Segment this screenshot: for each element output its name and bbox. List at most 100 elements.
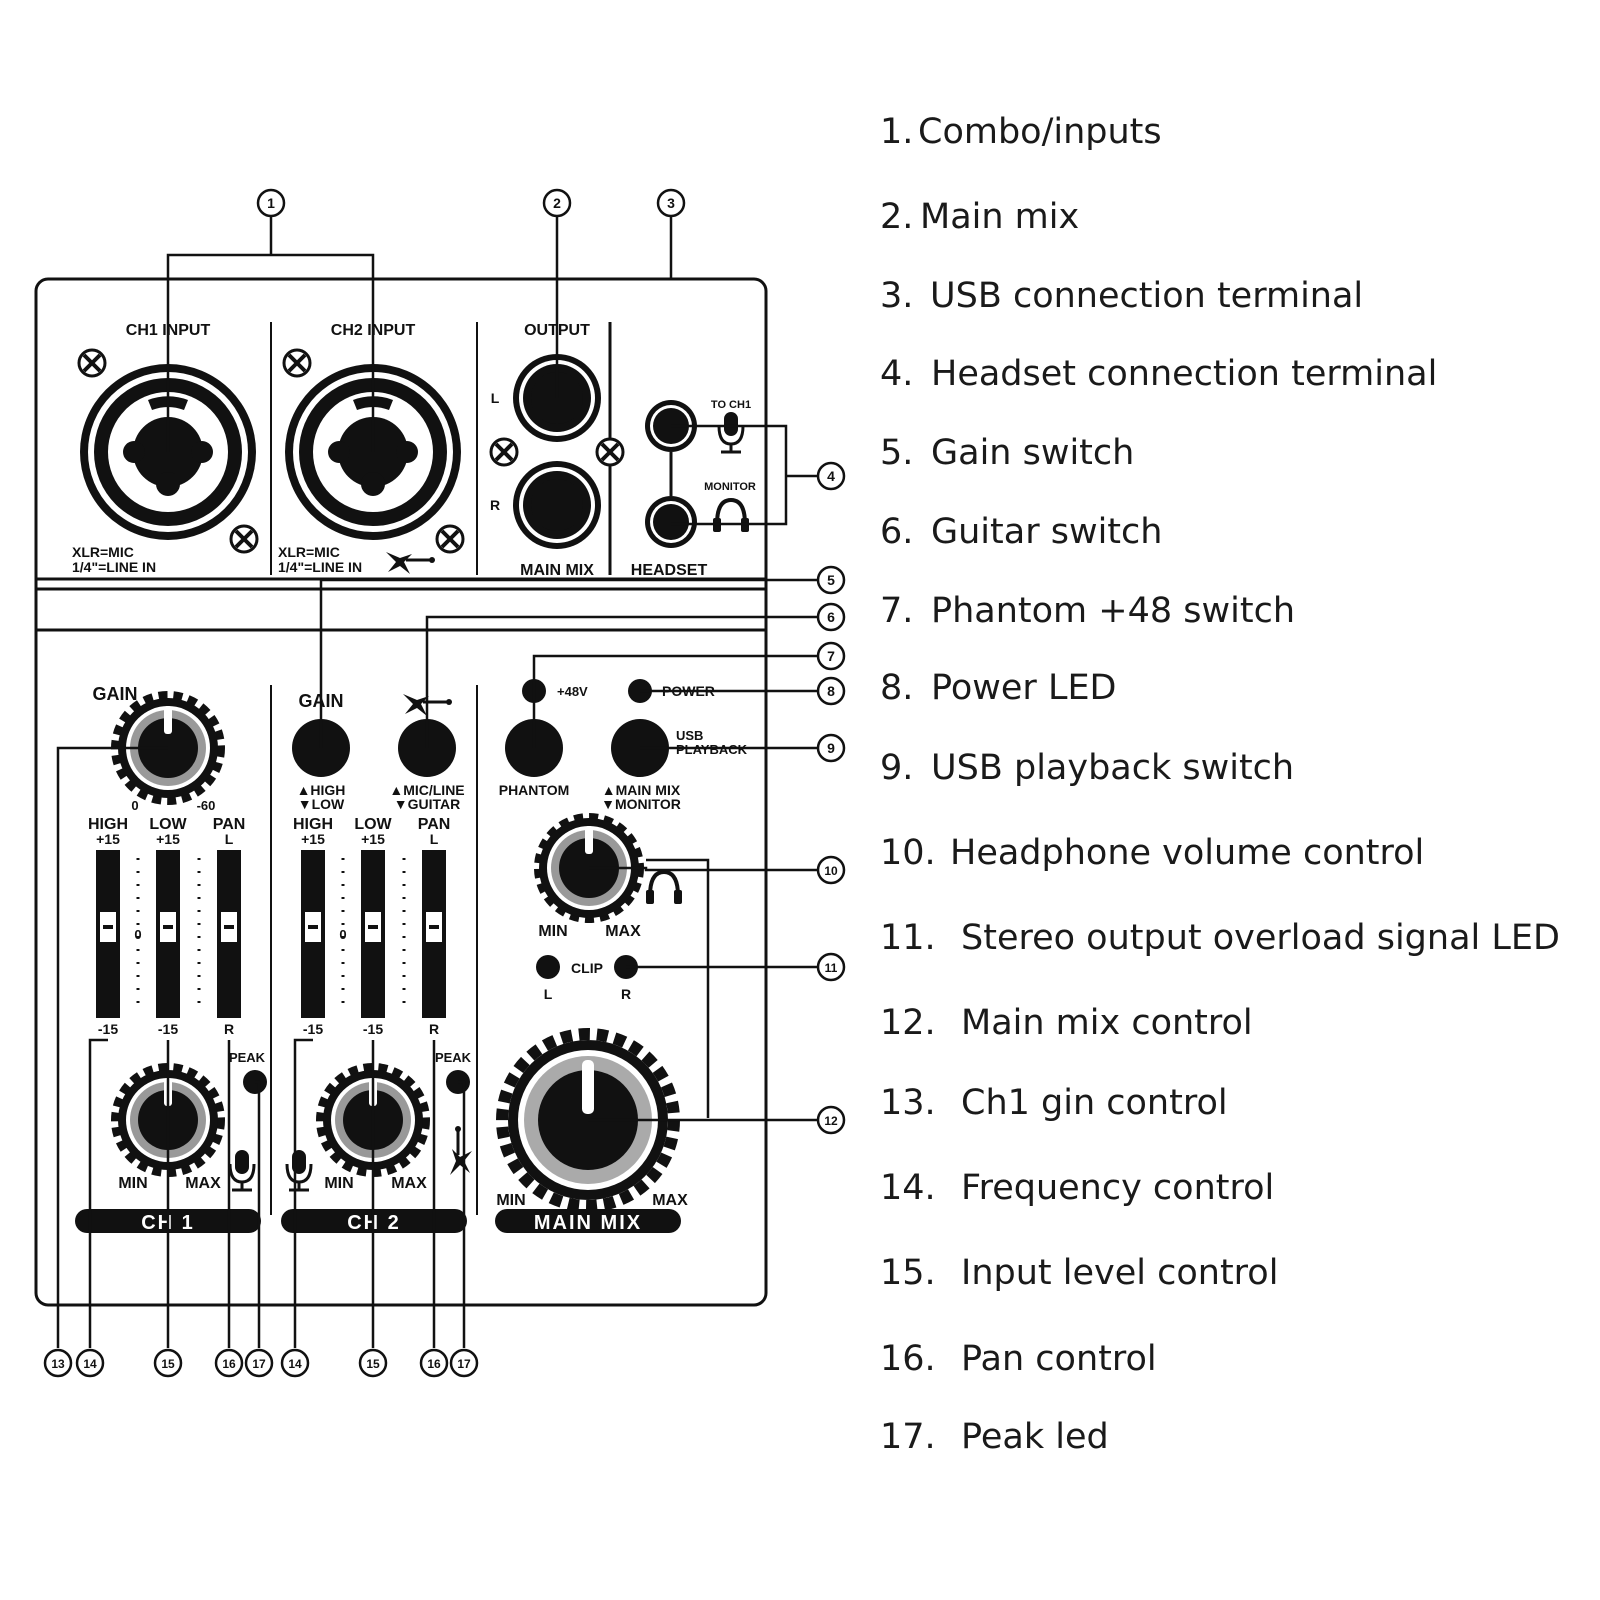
ch2-pan-fader[interactable]: [422, 850, 446, 1018]
main-mix-output-label: MAIN MIX: [520, 562, 594, 579]
legend-item: 15.Input level control: [880, 1253, 1278, 1293]
callout-2: 2: [542, 188, 572, 218]
legend-number: 6.: [880, 512, 914, 552]
svg-text:1: 1: [267, 195, 275, 211]
callout-14: 14: [75, 1348, 105, 1378]
legend-number: 4.: [880, 354, 914, 394]
ch1-high-minus: -15: [98, 1021, 118, 1037]
callout-1: 1: [256, 188, 286, 218]
legend-text: Peak led: [961, 1417, 1109, 1457]
legend-number: 17.: [880, 1417, 936, 1457]
legend-number: 5.: [880, 433, 914, 473]
callout-5: 5: [816, 565, 846, 595]
legend-text: Combo/inputs: [918, 112, 1162, 152]
callout-12: 12: [816, 1105, 846, 1135]
legend-item: 12.Main mix control: [880, 1003, 1253, 1043]
legend-text: Ch1 gin control: [961, 1083, 1228, 1123]
legend-text: Headset connection terminal: [931, 354, 1438, 394]
screw-icon: [489, 437, 519, 467]
ch1-eq-zero: 0: [134, 927, 141, 942]
screw-icon: [229, 524, 259, 554]
legend-number: 1.: [880, 112, 914, 152]
ch1-low-minus: -15: [158, 1021, 178, 1037]
ch2-linein-label: 1/4"=LINE IN: [278, 559, 362, 575]
headset-phones-jack[interactable]: [645, 496, 697, 548]
callout-7: 7: [816, 641, 846, 671]
ch2-high-label: HIGH: [293, 816, 333, 833]
legend-text: Frequency control: [961, 1168, 1275, 1208]
svg-text:12: 12: [824, 1114, 838, 1128]
main-mix-min: MIN: [496, 1192, 525, 1209]
legend-text: Input level control: [961, 1253, 1279, 1293]
callout-10: 10: [816, 855, 846, 885]
sw-mainmix-label: ▲MAIN MIX: [602, 782, 681, 798]
legend-number: 13.: [880, 1083, 936, 1123]
ch2-low-fader[interactable]: [361, 850, 385, 1018]
ch1-high-label: HIGH: [88, 816, 128, 833]
legend-item: 5.Gain switch: [880, 433, 1134, 473]
legend-number: 11.: [880, 918, 936, 958]
svg-text:16: 16: [222, 1357, 236, 1371]
legend-number: 10.: [880, 833, 936, 873]
callout-15: 15: [358, 1348, 388, 1378]
ch2-sw-micline: ▲MIC/LINE: [389, 782, 464, 798]
clip-r-label: R: [621, 986, 631, 1002]
ch1-gain-min: 0: [131, 798, 138, 813]
ch1-pan-r: R: [224, 1021, 234, 1037]
ch1-high-fader[interactable]: [96, 850, 120, 1018]
ch2-pan-l: L: [430, 831, 439, 847]
svg-text:7: 7: [827, 648, 835, 664]
ch2-level-max: MAX: [391, 1175, 427, 1192]
phantom-48v-label: +48V: [557, 684, 588, 699]
legend-item: 8.Power LED: [880, 668, 1117, 708]
legend-item: 11. Stereo output overload signal LED: [880, 918, 1560, 958]
ch2-level-min: MIN: [324, 1175, 353, 1192]
ch2-pan-r: R: [429, 1021, 439, 1037]
legend-text: Pan control: [961, 1339, 1157, 1379]
ch1-low-fader[interactable]: [156, 850, 180, 1018]
ch2-peak-label: PEAK: [435, 1050, 472, 1065]
screw-icon: [595, 437, 625, 467]
screw-icon: [77, 348, 107, 378]
output-l-label: L: [491, 390, 500, 406]
ch2-low-plus: +15: [361, 831, 385, 847]
main-mix-bar-label: MAIN MIX: [534, 1212, 642, 1234]
ch2-pan-label: PAN: [418, 816, 451, 833]
ch2-high-fader[interactable]: [301, 850, 325, 1018]
svg-text:10: 10: [824, 864, 838, 878]
ch2-high-minus: -15: [303, 1021, 323, 1037]
svg-text:17: 17: [252, 1357, 266, 1371]
ch1-pan-fader[interactable]: [217, 850, 241, 1018]
legend-text: Stereo output overload signal LED: [961, 918, 1560, 958]
svg-text:5: 5: [827, 572, 835, 588]
legend-text: Main mix control: [961, 1003, 1253, 1043]
legend-item: 16.Pan control: [880, 1339, 1157, 1379]
ch2-low-label: LOW: [354, 816, 392, 833]
legend-number: 14.: [880, 1168, 936, 1208]
callout-8: 8: [816, 676, 846, 706]
callout-6: 6: [816, 602, 846, 632]
ch1-low-label: LOW: [149, 816, 187, 833]
callout-3: 3: [656, 188, 686, 218]
legend-item: 14. Frequency control: [880, 1168, 1274, 1208]
callout-13: 13: [43, 1348, 73, 1378]
monitor-label: MONITOR: [704, 481, 756, 493]
svg-text:8: 8: [827, 683, 835, 699]
legend-number: 7.: [880, 591, 914, 631]
ch2-sw-guitar: ▼GUITAR: [394, 796, 460, 812]
callout-14: 14: [280, 1348, 310, 1378]
screw-icon: [282, 348, 312, 378]
ch1-xlr-label: XLR=MIC: [72, 544, 134, 560]
svg-text:15: 15: [366, 1357, 380, 1371]
callout-17: 17: [449, 1348, 479, 1378]
ch1-pan-l: L: [225, 831, 234, 847]
legend-item: 7.Phantom +48 switch: [880, 591, 1295, 631]
svg-text:11: 11: [825, 961, 838, 975]
svg-text:15: 15: [161, 1357, 175, 1371]
output-r-jack[interactable]: [513, 461, 601, 549]
legend-text: USB playback switch: [931, 748, 1295, 788]
svg-text:13: 13: [51, 1357, 65, 1371]
callout-17: 17: [244, 1348, 274, 1378]
ch1-level-max: MAX: [185, 1175, 221, 1192]
ch2-low-minus: -15: [363, 1021, 383, 1037]
